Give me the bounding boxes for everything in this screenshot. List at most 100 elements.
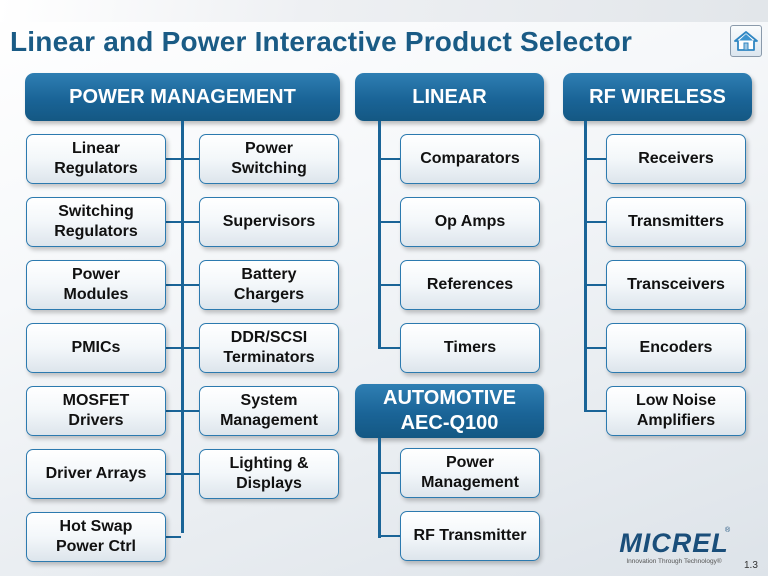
item-label-line: Transceivers [627,276,725,293]
product-item-rf[interactable]: Encoders [606,323,746,373]
item-label-line: Linear [71,140,120,157]
item-label-line: Driver Arrays [45,465,147,482]
product-item-linear[interactable]: References [400,260,540,310]
page-number: 1.3 [744,560,758,571]
connector-line [378,158,400,160]
item-label-line: Switching [231,160,307,177]
connector-line [378,438,381,538]
header-label-line2: AEC-Q100 [400,412,499,434]
item-label: Timers [444,338,496,358]
item-label-line: Supervisors [222,213,316,230]
product-item-power-right[interactable]: Supervisors [199,197,339,247]
item-label-line: MOSFET [62,392,130,409]
connector-line [378,535,400,537]
home-button[interactable] [730,25,762,57]
header-linear[interactable]: LINEAR [355,73,544,121]
connector-line [378,284,400,286]
connector-line [184,284,199,286]
item-label-line: Power [244,140,293,157]
connector-line [584,284,606,286]
item-label: Op Amps [435,212,506,232]
connector-line [166,221,181,223]
item-label: PMICs [72,338,121,358]
connector-line [378,347,400,349]
logo-registered-mark: ® [725,527,731,534]
item-label: RF Transmitter [414,526,527,546]
connector-line [184,158,199,160]
header-automotive[interactable]: AUTOMOTIVE AEC-Q100 [355,384,544,438]
item-label-line: Management [421,474,519,491]
item-label-line: Amplifiers [636,412,716,429]
item-label-line: Transmitters [627,213,725,230]
connector-line [584,347,606,349]
connector-line [184,221,199,223]
home-icon [734,31,758,51]
item-label-line: Low Noise [635,392,716,409]
product-item-rf[interactable]: Transceivers [606,260,746,310]
item-label-line: Power [445,454,494,471]
product-item-power-right[interactable]: Lighting &Displays [199,449,339,499]
header-rf-wireless[interactable]: RF WIRELESS [563,73,752,121]
item-label: Lighting &Displays [229,454,308,494]
item-label: References [427,275,513,295]
item-label-line: Regulators [54,223,138,240]
item-label-line: DDR/SCSI [230,329,308,346]
product-item-linear[interactable]: Op Amps [400,197,540,247]
connector-line [584,121,587,410]
product-item-rf[interactable]: Transmitters [606,197,746,247]
product-item-rf[interactable]: Receivers [606,134,746,184]
micrel-logo: MICREL ® Innovation Through Technology® [615,527,733,569]
product-item-automotive[interactable]: RF Transmitter [400,511,540,561]
item-label-line: System [240,392,298,409]
item-label: Driver Arrays [46,464,147,484]
item-label: Transmitters [628,212,724,232]
page-title: Linear and Power Interactive Product Sel… [10,26,633,57]
connector-line [181,121,184,533]
product-item-power-left[interactable]: MOSFET Drivers [26,386,166,436]
top-band [0,0,768,22]
product-item-power-left[interactable]: Driver Arrays [26,449,166,499]
connector-line [166,536,181,538]
logo-wordmark: MICREL [619,528,729,558]
product-item-linear[interactable]: Comparators [400,134,540,184]
product-item-linear[interactable]: Timers [400,323,540,373]
connector-line [378,472,400,474]
header-label: RF WIRELESS [589,85,726,108]
item-label-line: Displays [236,475,302,492]
item-label-line: Battery [241,266,297,283]
header-label: POWER MANAGEMENT [69,85,296,108]
item-label-line: Encoders [639,339,713,356]
item-label-line: Switching [58,203,134,220]
logo-tagline: Innovation Through Technology® [626,558,722,565]
item-label-line: RF Transmitter [413,527,527,544]
connector-line [184,473,199,475]
connector-line [378,121,381,347]
connector-line [166,410,181,412]
connector-line [166,473,181,475]
product-item-power-right[interactable]: DDR/SCSI Terminators [199,323,339,373]
item-label-line: Terminators [223,349,315,366]
item-label-line: Drivers [68,412,124,429]
item-label-line: Hot Swap [59,518,133,535]
header-power-management[interactable]: POWER MANAGEMENT [25,73,340,121]
header-label-line1: AUTOMOTIVE [383,387,516,409]
connector-line [166,284,181,286]
item-label-line: Management [220,412,318,429]
item-label: MOSFET Drivers [63,391,130,431]
product-item-power-left[interactable]: PMICs [26,323,166,373]
